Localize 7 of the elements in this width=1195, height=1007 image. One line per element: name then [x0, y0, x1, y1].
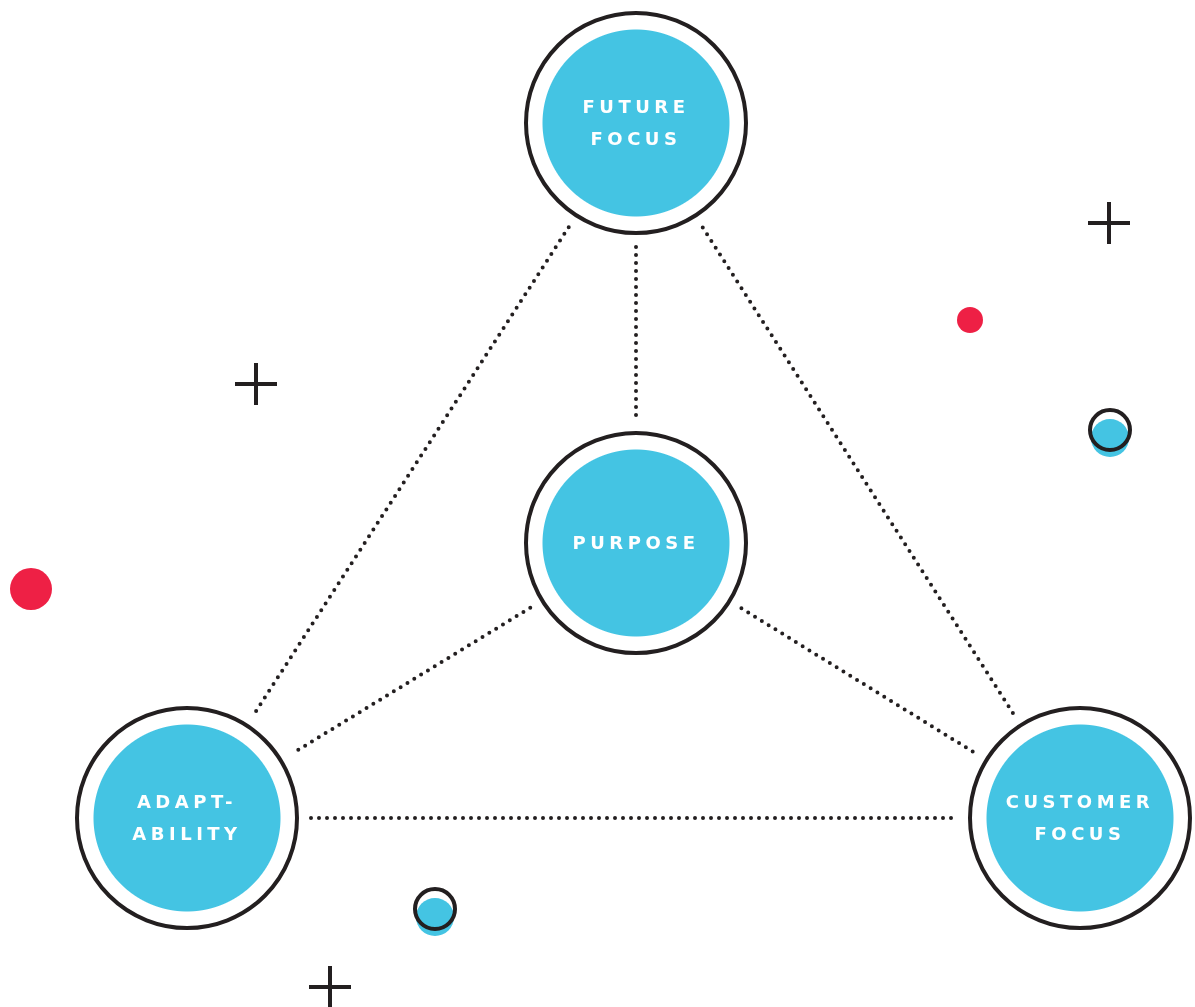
node-label: ADAPT- ABILITY: [131, 790, 243, 846]
dotted-connector: [700, 225, 1016, 716]
dotted-connector: [739, 606, 977, 755]
node-label: PURPOSE: [571, 531, 701, 555]
node-label: FUTURE FOCUS: [581, 95, 691, 151]
dotted-connector: [252, 225, 571, 716]
node-label: CUSTOMER FOCUS: [1004, 790, 1156, 846]
